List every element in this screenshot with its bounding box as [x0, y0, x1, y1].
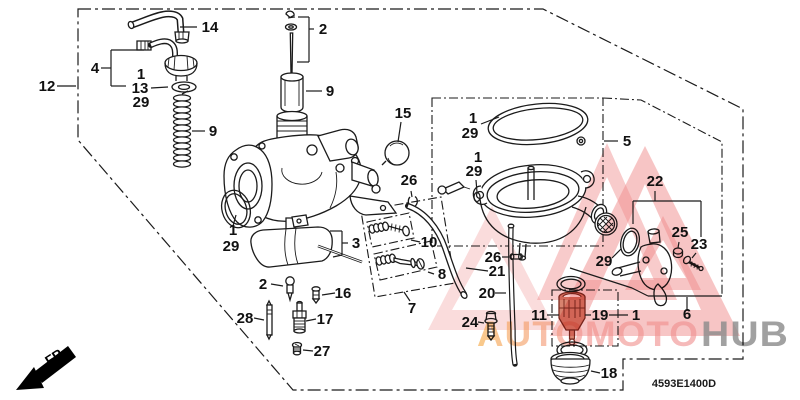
callout-1-bowl-gasket: 1: [469, 110, 477, 127]
diagram-code: 4593E1400D: [652, 378, 716, 390]
watermark-triangle-icon: [428, 206, 556, 330]
callout-28: 28: [237, 310, 254, 327]
breather-pipe-14-drawing: [127, 10, 190, 44]
leader-line-24: [477, 321, 485, 324]
callout-14: 14: [202, 19, 219, 36]
main-jet-17-drawing: [292, 300, 307, 334]
callout-1-body-oring: 1: [229, 222, 237, 239]
leader-line-18: [590, 370, 601, 374]
leader-line-2-float-needle: [270, 283, 284, 287]
callout-5: 5: [623, 133, 631, 150]
leader-line-1-bowl-gasket: [480, 116, 500, 125]
watermark: AUTOMOTO HUB: [428, 143, 789, 354]
callout-26-pin: 26: [485, 249, 502, 266]
arrow-head-icon: [16, 367, 44, 390]
callout-15: 15: [395, 105, 412, 122]
callout-9-throttle-valve: 9: [326, 83, 334, 100]
callout-1-main-nozzle: 1: [632, 307, 640, 324]
callout-27: 27: [314, 343, 331, 360]
callout-8: 8: [438, 266, 446, 283]
callout-22: 22: [647, 173, 664, 190]
screw-27-drawing: [291, 341, 303, 356]
leader-line-8: [427, 271, 435, 275]
body-oring-drawing: [220, 189, 252, 229]
leader-line-16: [321, 292, 336, 296]
callout-11: 11: [531, 307, 547, 324]
leader-line-29-float-valve: [475, 179, 478, 193]
leader-line-3: [332, 254, 343, 258]
callout-2-needle-set: 2: [319, 21, 327, 38]
callout-16: 16: [335, 285, 352, 302]
watermark-text-hub: HUB: [701, 315, 789, 354]
leader-line-15: [397, 121, 402, 143]
callout-21: 21: [489, 263, 506, 280]
watermark-text-automoto: AUTOMOTO: [477, 315, 699, 354]
callout-13: 13: [132, 80, 149, 97]
leader-line-26-top-oring: [410, 190, 413, 198]
callout-10: 10: [421, 234, 438, 251]
callout-19: 19: [592, 307, 609, 324]
throttle-valve-drawing: [280, 72, 304, 113]
callout-4: 4: [91, 60, 100, 77]
screw-set-box-7: [360, 196, 456, 298]
callout-6: 6: [683, 306, 691, 323]
carburetor-body-drawing: [223, 110, 398, 240]
callout-26-top-oring: 26: [401, 172, 418, 189]
callout-3: 3: [352, 235, 360, 252]
filter-cup-18-drawing: [550, 351, 591, 385]
callout-23: 23: [691, 236, 708, 253]
leader-line-13: [150, 86, 169, 89]
callout-1-fuel-pipe: 1: [137, 66, 145, 83]
air-screw-set-drawing: [368, 221, 410, 237]
callout-7: 7: [408, 300, 416, 317]
leader-line-6: [569, 267, 633, 289]
leader-line-23: [691, 252, 697, 259]
callout-29-valve-oring: 29: [596, 253, 613, 270]
screw-16-drawing: [311, 286, 321, 305]
spring-9-drawing: [172, 90, 192, 168]
float-drawing: [250, 214, 363, 268]
top-cap-drawing: [381, 140, 410, 166]
callout-29-bowl-gasket: 29: [462, 125, 479, 142]
callout-12: 12: [39, 78, 56, 95]
bowl-gasket-drawing: [487, 102, 589, 146]
callout-29-fuel-pipe: 29: [133, 94, 150, 111]
diagram-border: [77, 8, 744, 391]
leader-line-7: [403, 291, 411, 302]
callout-25: 25: [672, 224, 689, 241]
arrow-shaft: [34, 346, 76, 383]
leader-line-1-body-oring: [232, 214, 237, 227]
leader-line-27: [302, 349, 314, 352]
callout-9-spring: 9: [209, 123, 217, 140]
callout-29-body-oring: 29: [223, 238, 240, 255]
callout-24: 24: [462, 314, 479, 331]
leader-line-17: [305, 318, 317, 322]
callout-18: 18: [601, 365, 618, 382]
jet-needle-set-drawing: [284, 10, 298, 75]
callout-2-float-needle: 2: [259, 276, 267, 293]
leader-line-6: [631, 287, 649, 297]
leader-line-28: [253, 317, 265, 321]
leader-line-21: [465, 267, 489, 272]
leader-line-10: [410, 239, 421, 243]
fr-direction-arrow: FR.: [16, 344, 76, 390]
watermark-triangle-icon: [625, 216, 701, 290]
throttle-stop-screw-set-drawing: [375, 253, 425, 270]
leader-line-25: [677, 241, 680, 249]
callout-29-float-valve: 29: [466, 163, 483, 180]
fuel-pipe-joint-drawing: [136, 38, 198, 93]
callout-20: 20: [479, 285, 496, 302]
float-valve-set-drawing: [437, 181, 481, 203]
callout-17: 17: [317, 311, 334, 328]
float-needle-valve-drawing: [285, 276, 295, 303]
jet-needle-28-drawing: [265, 299, 273, 341]
leader-line-29-valve-oring: [611, 248, 622, 259]
callout-1-float-valve: 1: [474, 149, 482, 166]
